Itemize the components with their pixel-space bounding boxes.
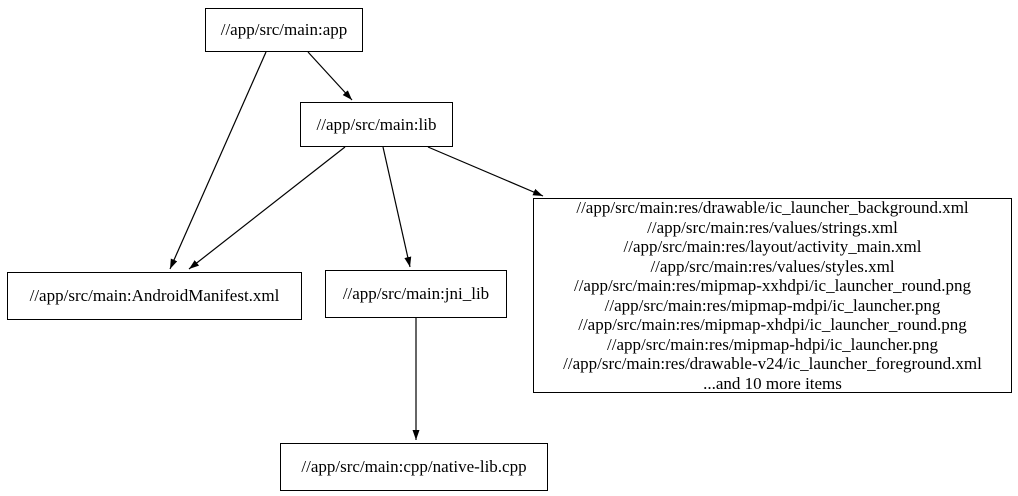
graph-node-jni-lib: //app/src/main:jni_lib xyxy=(325,270,507,318)
graph-node-res-group: //app/src/main:res/drawable/ic_launcher_… xyxy=(533,198,1012,393)
res-item: //app/src/main:res/drawable/ic_launcher_… xyxy=(576,198,969,217)
edge-app-to-lib xyxy=(307,51,353,101)
res-item: //app/src/main:res/mipmap-xxhdpi/ic_laun… xyxy=(573,276,972,295)
res-item: //app/src/main:res/values/styles.xml xyxy=(650,256,895,276)
res-more-items-label: ...and 10 more items xyxy=(703,373,842,393)
res-item: //app/src/main:res/drawable-v24/ic_launc… xyxy=(563,354,982,373)
edge-lib-to-manifest xyxy=(188,146,346,270)
res-item: //app/src/main:res/mipmap-mdpi/ic_launch… xyxy=(604,295,941,315)
edge-lib-to-res-group xyxy=(427,146,544,197)
graph-node-android-manifest: //app/src/main:AndroidManifest.xml xyxy=(7,272,302,320)
res-item: //app/src/main:res/mipmap-xhdpi/ic_launc… xyxy=(578,315,967,334)
edge-app-to-manifest xyxy=(169,51,267,270)
res-item: //app/src/main:res/values/strings.xml xyxy=(647,217,898,237)
graph-node-app: //app/src/main:app xyxy=(205,8,363,52)
graph-node-lib: //app/src/main:lib xyxy=(300,102,453,147)
edge-lib-to-jni-lib xyxy=(382,146,412,268)
res-item: //app/src/main:res/layout/activity_main.… xyxy=(623,237,922,256)
graph-node-native-lib-cpp: //app/src/main:cpp/native-lib.cpp xyxy=(280,443,548,491)
res-item: //app/src/main:res/mipmap-hdpi/ic_launch… xyxy=(607,334,938,354)
